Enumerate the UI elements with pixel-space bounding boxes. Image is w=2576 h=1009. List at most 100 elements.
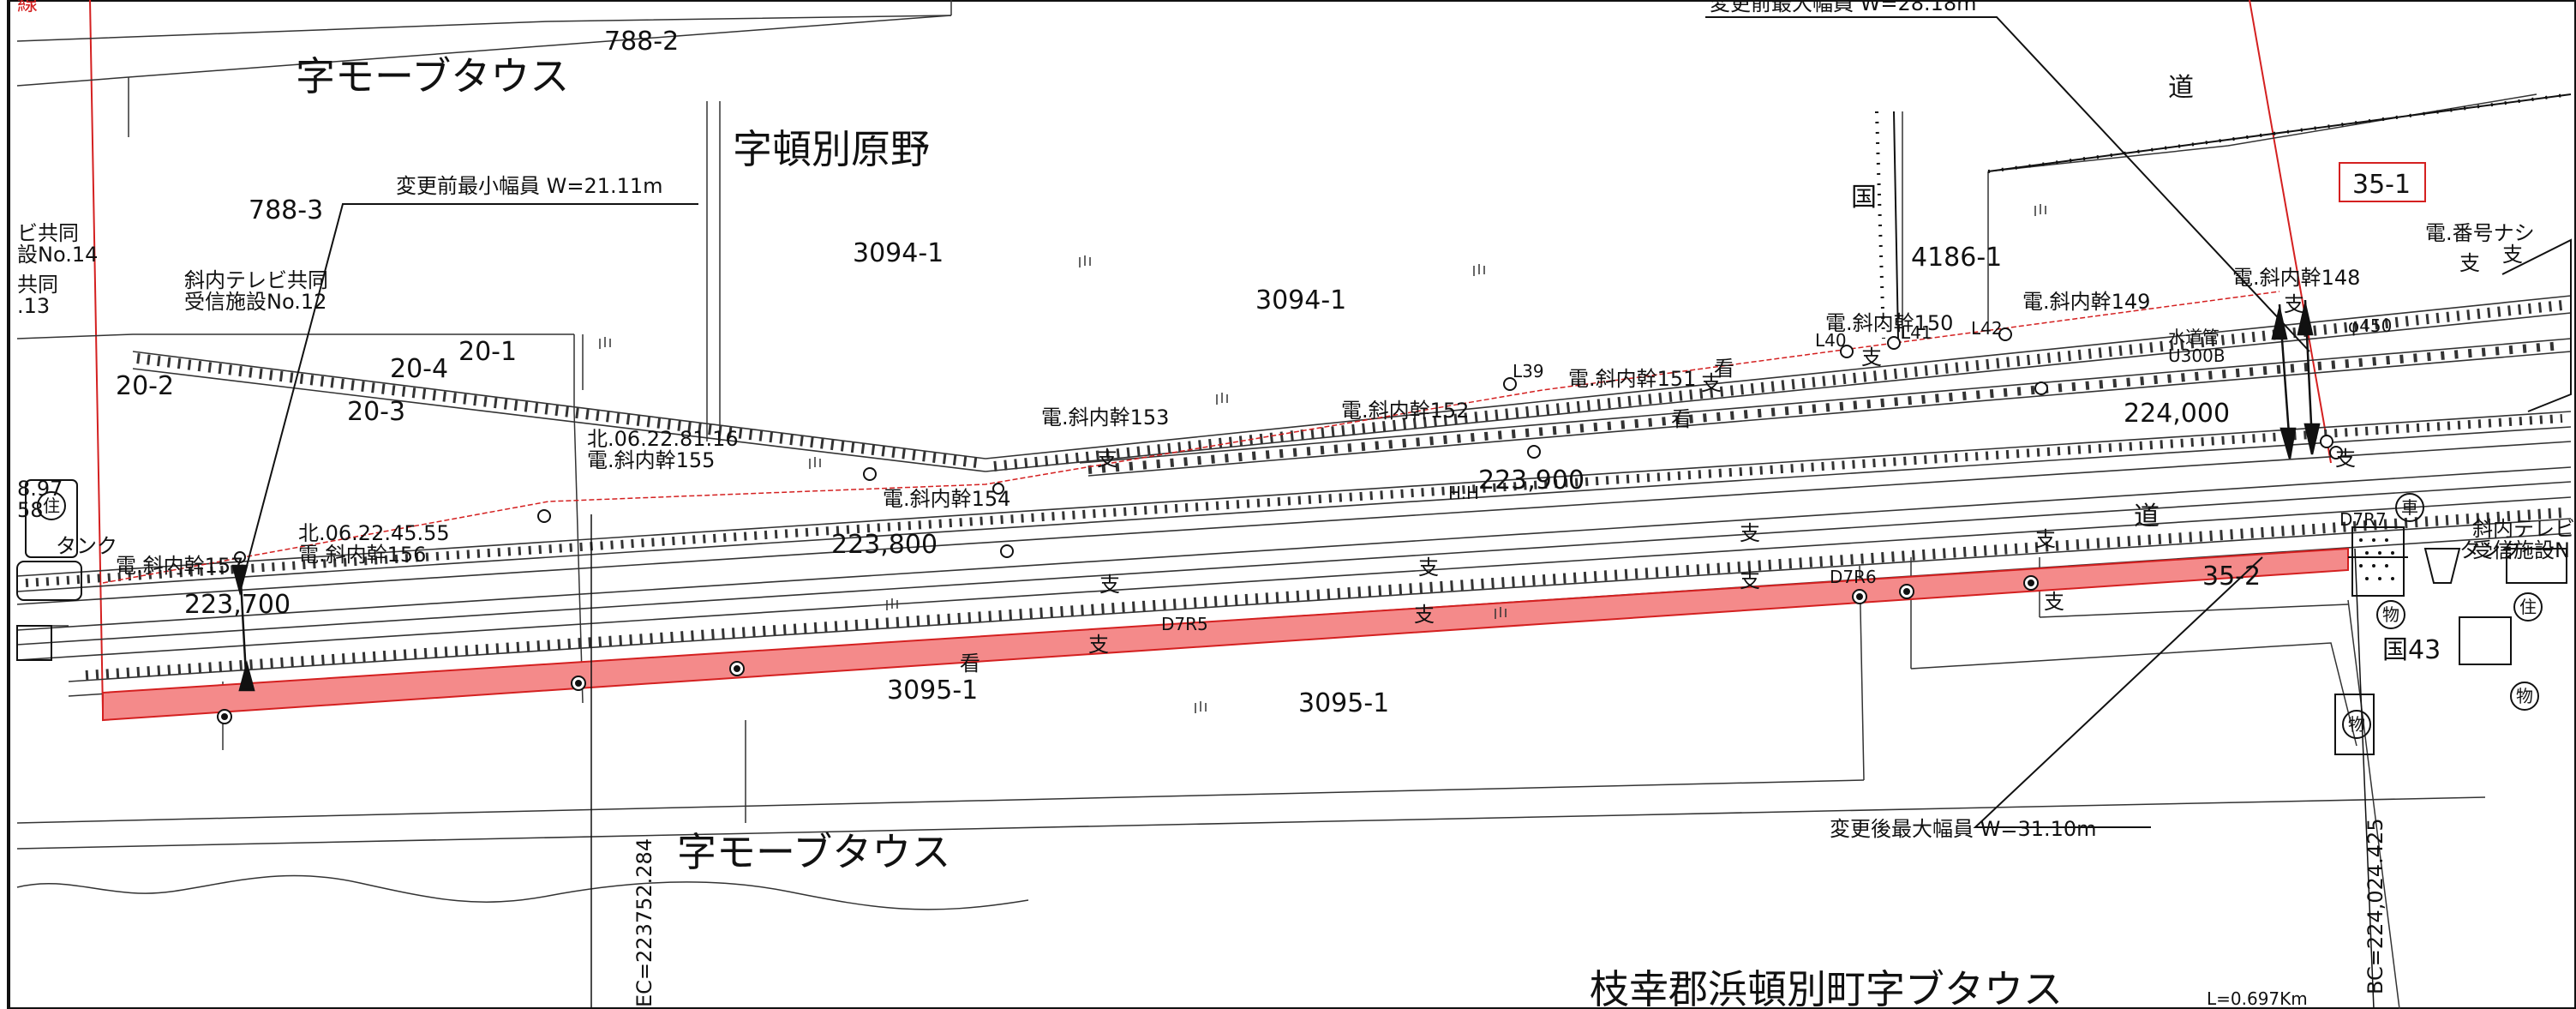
pole-149: 電.斜内幹149 bbox=[2022, 290, 2150, 314]
pipe-diameter: φ450 bbox=[2348, 315, 2392, 336]
sign-symbol: 看 bbox=[960, 652, 980, 676]
lot-35-1-box bbox=[2339, 162, 2426, 202]
pole-markers bbox=[217, 327, 2343, 724]
bc-line bbox=[2354, 548, 2375, 1009]
support-symbol: 支 bbox=[1088, 633, 1109, 657]
edge-label: 線 bbox=[17, 0, 38, 15]
area-mobu-top: 字モーブタウス bbox=[296, 53, 569, 99]
lot-788-3: 788-3 bbox=[249, 195, 323, 225]
lot-number-b: 58 bbox=[17, 498, 44, 522]
pole-155-code: 北.06.22.81.16 bbox=[587, 427, 739, 451]
support-symbol: 支 bbox=[2459, 251, 2480, 275]
pole-150: 電.斜内幹150 bbox=[1825, 311, 1953, 335]
sign-symbol: 看 bbox=[1671, 407, 1692, 431]
house-symbol: 住 bbox=[2519, 597, 2537, 617]
national-road-label: 国 bbox=[1851, 183, 1877, 213]
ditch-hatching bbox=[25, 300, 2563, 681]
marker-D7R7: D7R7 bbox=[2339, 509, 2387, 530]
lot-number-a: 8.97 bbox=[17, 477, 63, 501]
callout-leaders bbox=[239, 16, 2310, 828]
lot-4186-1: 4186-1 bbox=[1911, 243, 2002, 273]
tank-right: タンク bbox=[2459, 538, 2521, 562]
pole-unnumbered: 電.番号ナシ bbox=[2425, 221, 2535, 245]
car-symbol: 車 bbox=[2401, 497, 2418, 518]
lot-3094-1b: 3094-1 bbox=[1255, 285, 1346, 315]
lot-3094-1a: 3094-1 bbox=[853, 238, 944, 268]
light-L42: L42 bbox=[1971, 318, 2003, 339]
support-symbol: 支 bbox=[2335, 447, 2356, 471]
chainage-223800: 223,800 bbox=[831, 530, 938, 560]
road-label-top: 道 bbox=[2168, 73, 2194, 103]
lot-20-4: 20-4 bbox=[390, 354, 448, 384]
pole-153: 電.斜内幹153 bbox=[1041, 405, 1169, 429]
support-symbol: 支 bbox=[2502, 243, 2523, 267]
support-symbol: 支 bbox=[1701, 371, 1722, 395]
support-symbol: 支 bbox=[2035, 527, 2056, 551]
pole-154: 電.斜内幹154 bbox=[883, 487, 1010, 511]
lot-3095-1a: 3095-1 bbox=[887, 676, 978, 706]
terrain-line bbox=[16, 874, 1029, 910]
lot-20-3: 20-3 bbox=[347, 397, 405, 427]
light-L40: L40 bbox=[1815, 330, 1847, 351]
width-dimension-arrows bbox=[231, 299, 2321, 692]
house-symbol: 住 bbox=[43, 495, 60, 516]
building-hatched bbox=[2351, 526, 2405, 597]
symbol-circles bbox=[37, 491, 2543, 739]
end-curve-station: EC=223752.284 bbox=[632, 838, 656, 1007]
route-43-label: 国43 bbox=[2382, 635, 2441, 665]
boundary-line-left bbox=[89, 0, 104, 712]
lot-3095-1b: 3095-1 bbox=[1298, 688, 1389, 718]
lot-20-1: 20-1 bbox=[458, 337, 517, 367]
callout-max-width-after: 変更後最大幅員 W=31.10m bbox=[1830, 817, 2097, 841]
area-address: 枝幸郡浜頓別町字ブタウス bbox=[1590, 966, 2063, 1009]
support-symbol: 支 bbox=[2284, 292, 2304, 316]
callout-min-width-before: 変更前最小幅員 W=21.11m bbox=[396, 174, 663, 198]
marker-D7R6: D7R6 bbox=[1830, 567, 1877, 587]
sign-symbol: 看 bbox=[1714, 357, 1734, 381]
support-symbol: 支 bbox=[1740, 521, 1760, 545]
light-L39: L39 bbox=[1513, 361, 1544, 381]
water-pipe-label: 水道管 bbox=[2168, 327, 2220, 347]
pole-155: 電.斜内幹155 bbox=[587, 448, 715, 472]
area-mobu-bottom: 字モーブタウス bbox=[677, 829, 950, 875]
original-road-limit bbox=[102, 291, 2280, 584]
lot-35-1: 35-1 bbox=[2352, 170, 2411, 200]
map-frame bbox=[7, 0, 2576, 1009]
pole-156: 電.斜内幹156 bbox=[298, 543, 426, 567]
electric-lines bbox=[1875, 93, 2572, 339]
support-symbol: 支 bbox=[1740, 568, 1760, 592]
handhole-label: H.H bbox=[1448, 483, 1479, 503]
chainage-223900: 223,900 bbox=[1478, 465, 1585, 495]
support-symbol: 支 bbox=[1099, 573, 1120, 597]
tv-facility-12-b: 受信施設No.12 bbox=[184, 290, 326, 314]
pole-151: 電.斜内幹151 bbox=[1568, 367, 1696, 391]
road-label-right: 道 bbox=[2134, 501, 2160, 532]
support-symbol: 支 bbox=[1861, 345, 1882, 369]
chainage-223700: 223,700 bbox=[184, 590, 291, 620]
tv-facility-13-b: .13 bbox=[17, 294, 50, 318]
parcel-lines bbox=[16, 0, 2537, 1009]
pole-148: 電.斜内幹148 bbox=[2232, 266, 2360, 290]
tv-facility-12-a: 斜内テレビ共同 bbox=[184, 268, 328, 292]
area-tonbetsu: 字頓別原野 bbox=[733, 126, 930, 172]
buildings-right bbox=[2334, 238, 2572, 755]
tv-facility-right-b: 受信施設N bbox=[2472, 538, 2570, 562]
pole-152: 電.斜内幹152 bbox=[1341, 399, 1469, 423]
support-symbol: 支 bbox=[1418, 556, 1439, 580]
support-symbol: 支 bbox=[1097, 447, 1117, 471]
support-symbol: 支 bbox=[1414, 603, 1435, 627]
structure-symbol: 物 bbox=[2348, 714, 2365, 735]
marker-D7R5: D7R5 bbox=[1161, 614, 1208, 634]
lot-20-2: 20-2 bbox=[116, 371, 174, 401]
road-widening-area bbox=[102, 547, 2349, 722]
structure-symbol: 物 bbox=[2516, 686, 2533, 706]
tv-facility-right-a: 斜内テレビ bbox=[2472, 517, 2575, 541]
tv-facility-13-a: 共同 bbox=[17, 273, 58, 297]
chainage-224000: 224,000 bbox=[2124, 399, 2230, 429]
route-length: L=0.697Km bbox=[2207, 988, 2308, 1009]
structure-symbol: 物 bbox=[2382, 604, 2399, 625]
tv-facility-14-a: ビ共同 bbox=[17, 221, 79, 245]
pole-157: 電.斜内幹157 bbox=[116, 554, 243, 578]
